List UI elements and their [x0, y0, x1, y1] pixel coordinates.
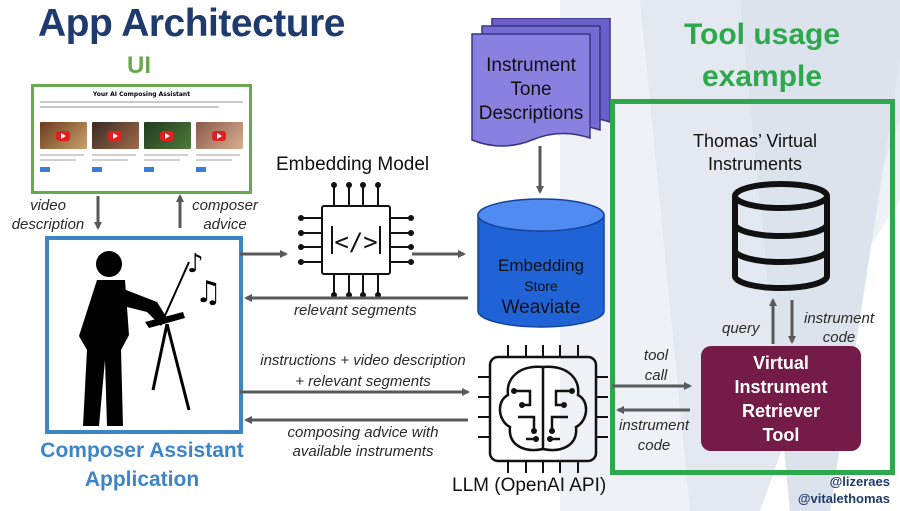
database-icon: [732, 181, 830, 291]
svg-text:♪: ♪: [187, 249, 204, 279]
embedding-store-icon: [477, 198, 605, 328]
video-thumbnail: [196, 122, 243, 149]
video-thumbnail: [92, 122, 139, 149]
credit-lizeraes: @lizeraes: [829, 474, 890, 489]
embedding-store-label: Embedding Store Weaviate: [497, 256, 584, 318]
play-icon: [212, 131, 226, 141]
relevant-segments-label: relevant segments: [294, 302, 417, 319]
play-icon: [108, 131, 122, 141]
embedding-model-label: Embedding Model: [276, 154, 430, 175]
conductor-icon: ♪ ♫: [79, 249, 222, 426]
play-icon: [56, 131, 70, 141]
instructions-label: instructions + video description+ releva…: [260, 352, 466, 390]
retriever-tool-box: Virtual Instrument Retriever Tool: [701, 346, 861, 451]
query-label: query: [722, 320, 760, 337]
video-thumbnail: [40, 122, 87, 149]
llm-label: LLM (OpenAI API): [452, 475, 607, 496]
play-icon: [160, 131, 174, 141]
composer-app-box: [45, 236, 243, 434]
tool-usage-box: [610, 99, 895, 475]
video-thumbnail: [144, 122, 191, 149]
ui-label: UI: [127, 52, 151, 79]
page-title: App Architecture: [38, 2, 345, 45]
svg-text:</>: </>: [334, 228, 377, 256]
ui-screenshot: Your AI Composing Assistant: [31, 84, 252, 194]
instrument-docs-icon: [471, 18, 611, 147]
credit-vitalethomas: @vitalethomas: [797, 491, 890, 506]
llm-brain-icon: [478, 345, 608, 473]
text-line: [40, 106, 219, 108]
ui-screenshot-heading: Your AI Composing Assistant: [92, 91, 191, 98]
text-line: [40, 101, 243, 103]
svg-text:♫: ♫: [195, 275, 222, 310]
